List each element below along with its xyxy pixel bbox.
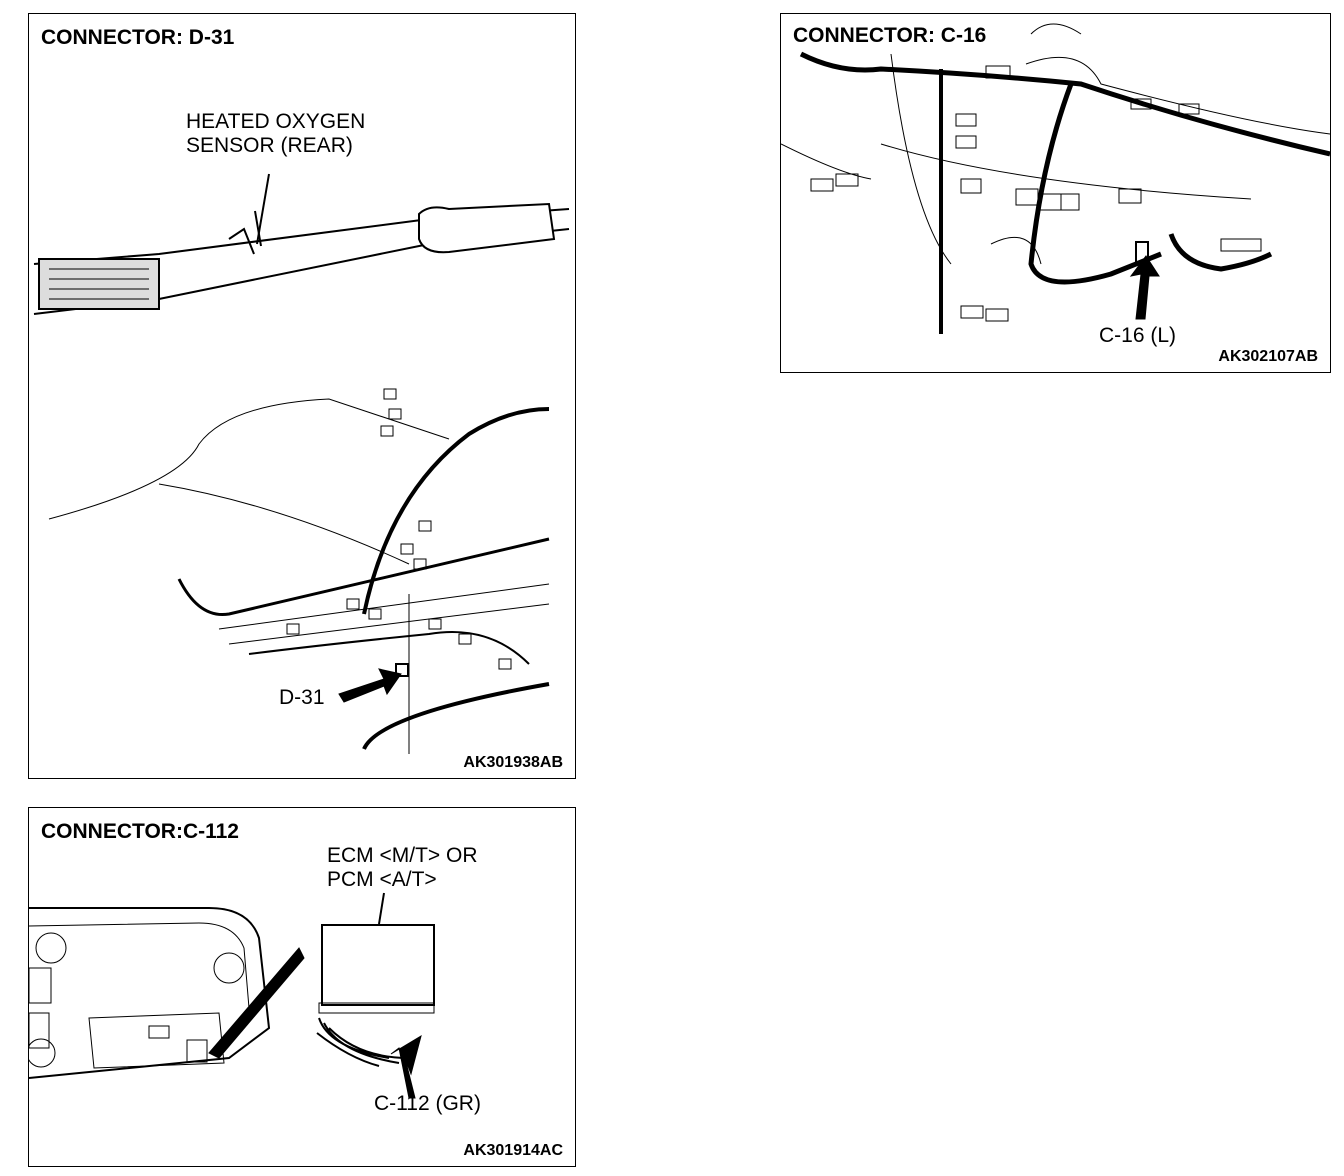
c112-illustration	[29, 892, 435, 1099]
connector-d31-panel: CONNECTOR: D-31 HEATED OXYGEN SENSOR (RE…	[28, 13, 576, 779]
ecm-label-line1: ECM <M/T> OR	[327, 844, 478, 867]
panel-title: CONNECTOR: D-31	[41, 26, 235, 49]
d31-illustration	[33, 173, 570, 754]
panel-title: CONNECTOR: C-16	[793, 24, 987, 47]
connector-callout: C-112 (GR)	[374, 1092, 481, 1115]
sensor-label-line2: SENSOR (REAR)	[186, 134, 353, 157]
figure-code: AK301914AC	[463, 1142, 563, 1159]
sensor-label-line1: HEATED OXYGEN	[186, 110, 366, 133]
figure-code: AK302107AB	[1218, 348, 1318, 365]
connector-c16-panel: CONNECTOR: C-16 C-16 (L) AK302107AB	[780, 13, 1331, 373]
connector-callout: D-31	[279, 686, 325, 709]
connector-callout: C-16 (L)	[1099, 324, 1177, 347]
panel-title: CONNECTOR:C-112	[41, 820, 239, 843]
connector-c112-panel: CONNECTOR:C-112 ECM <M/T> OR PCM <A/T> C…	[28, 807, 576, 1167]
c16-illustration	[781, 23, 1330, 334]
figure-code: AK301938AB	[463, 754, 563, 771]
ecm-label-line2: PCM <A/T>	[327, 868, 437, 891]
